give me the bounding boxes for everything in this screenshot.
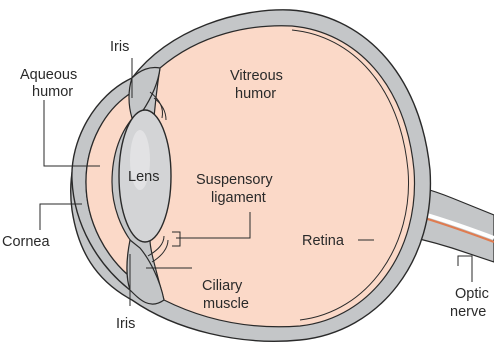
label-iris-bottom: Iris [116, 316, 135, 332]
label-iris-top: Iris [110, 39, 129, 55]
label-aqueous-line1: Aqueous [20, 67, 77, 83]
label-ciliary-line2: muscle [203, 296, 249, 312]
label-optic-line1: Optic [455, 286, 489, 302]
label-suspensory-line2: ligament [211, 190, 266, 206]
label-ciliary-line1: Ciliary [202, 278, 243, 294]
optic-nerve-leader [458, 256, 472, 282]
label-cornea: Cornea [2, 234, 50, 250]
label-optic-line2: nerve [450, 304, 486, 320]
label-suspensory-line1: Suspensory [196, 172, 273, 188]
label-aqueous-line2: humor [32, 84, 73, 100]
label-retina: Retina [302, 233, 345, 249]
label-vitreous-line1: Vitreous [230, 68, 283, 84]
label-lens: Lens [128, 169, 159, 185]
label-vitreous-line2: humor [235, 86, 276, 102]
